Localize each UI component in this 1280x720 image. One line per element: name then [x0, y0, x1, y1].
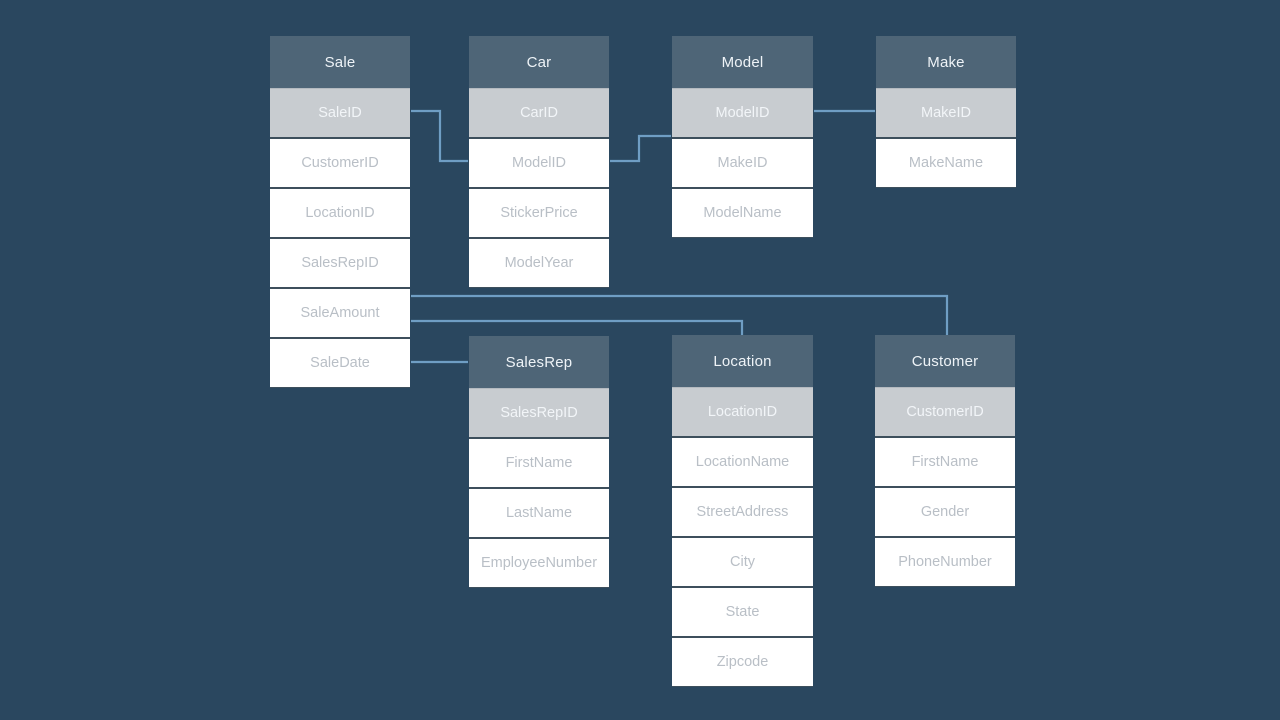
- field-salesrep-employeenumber[interactable]: EmployeeNumber: [469, 538, 609, 588]
- entity-title-location: Location: [672, 335, 813, 387]
- field-sale-saledate[interactable]: SaleDate: [270, 338, 410, 388]
- field-sale-locationid[interactable]: LocationID: [270, 188, 410, 238]
- primary-key-field-make-makeid[interactable]: MakeID: [876, 88, 1016, 138]
- entity-title-sale: Sale: [270, 36, 410, 88]
- entity-title-salesrep: SalesRep: [469, 336, 609, 388]
- field-location-locationname[interactable]: LocationName: [672, 437, 813, 487]
- field-sale-customerid[interactable]: CustomerID: [270, 138, 410, 188]
- entity-title-car: Car: [469, 36, 609, 88]
- primary-key-field-salesrep-salesrepid[interactable]: SalesRepID: [469, 388, 609, 438]
- field-model-makeid[interactable]: MakeID: [672, 138, 813, 188]
- field-customer-gender[interactable]: Gender: [875, 487, 1015, 537]
- primary-key-field-model-modelid[interactable]: ModelID: [672, 88, 813, 138]
- field-salesrep-lastname[interactable]: LastName: [469, 488, 609, 538]
- connector-sale-to-customer: [411, 294, 949, 336]
- field-car-stickerprice[interactable]: StickerPrice: [469, 188, 609, 238]
- field-salesrep-firstname[interactable]: FirstName: [469, 438, 609, 488]
- primary-key-field-customer-customerid[interactable]: CustomerID: [875, 387, 1015, 437]
- field-car-modelid[interactable]: ModelID: [469, 138, 609, 188]
- field-location-zipcode[interactable]: Zipcode: [672, 637, 813, 687]
- primary-key-field-location-locationid[interactable]: LocationID: [672, 387, 813, 437]
- connector-sale-to-location: [411, 319, 744, 336]
- connector-sale-to-car: [411, 109, 468, 163]
- primary-key-field-sale-saleid[interactable]: SaleID: [270, 88, 410, 138]
- entity-title-model: Model: [672, 36, 813, 88]
- field-customer-phonenumber[interactable]: PhoneNumber: [875, 537, 1015, 587]
- field-location-streetaddress[interactable]: StreetAddress: [672, 487, 813, 537]
- field-location-city[interactable]: City: [672, 537, 813, 587]
- connector-car-to-model: [610, 134, 671, 163]
- field-sale-salesrepid[interactable]: SalesRepID: [270, 238, 410, 288]
- field-make-makename[interactable]: MakeName: [876, 138, 1016, 188]
- field-car-modelyear[interactable]: ModelYear: [469, 238, 609, 288]
- field-model-modelname[interactable]: ModelName: [672, 188, 813, 238]
- primary-key-field-car-carid[interactable]: CarID: [469, 88, 609, 138]
- field-location-state[interactable]: State: [672, 587, 813, 637]
- entity-title-make: Make: [876, 36, 1016, 88]
- entity-title-customer: Customer: [875, 335, 1015, 387]
- field-customer-firstname[interactable]: FirstName: [875, 437, 1015, 487]
- field-sale-saleamount[interactable]: SaleAmount: [270, 288, 410, 338]
